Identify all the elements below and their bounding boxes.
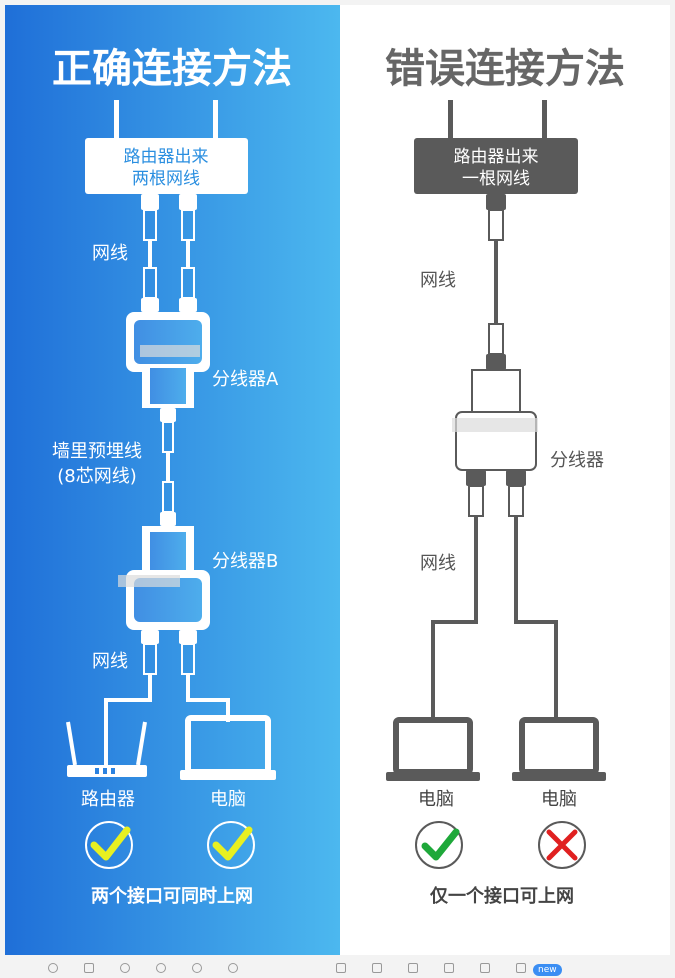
left-cable-label-2: 网线 (92, 651, 128, 672)
right-router-cable-right (542, 100, 547, 142)
top-plugs (141, 194, 197, 312)
toolbar-icon[interactable] (516, 963, 526, 973)
router-device-label: 路由器 (81, 789, 135, 810)
right-cable-label: 网线 (420, 270, 456, 291)
wall-cable-line1: 墙里预埋线 (52, 441, 142, 462)
toolbar-icon[interactable] (444, 963, 454, 973)
wall-cable-line2: (8芯网线) (57, 466, 137, 487)
toolbar-icon[interactable] (120, 963, 130, 973)
router-box (85, 138, 248, 194)
right-cable-label-2: 网线 (420, 553, 456, 574)
check-router-icon (85, 821, 133, 869)
right-router-cable-left (448, 100, 453, 142)
right-router-box-line2: 一根网线 (462, 169, 530, 189)
right-top-plug (486, 194, 506, 370)
router-cable-right (213, 100, 218, 142)
splitter-b (118, 526, 210, 630)
splitter-a (126, 312, 210, 408)
splitter-b-label: 分线器B (212, 551, 278, 572)
router-box-line1: 路由器出来 (124, 147, 209, 167)
right-footer: 仅一个接口可上网 (429, 885, 574, 907)
laptop-left-icon (180, 715, 276, 780)
toolbar-icon[interactable] (48, 963, 58, 973)
toolbar-icon[interactable] (192, 963, 202, 973)
toolbar-icon[interactable] (156, 963, 166, 973)
toolbar-icon[interactable] (84, 963, 94, 973)
router-cable-left (114, 100, 119, 142)
toolbar-icon[interactable] (408, 963, 418, 973)
router-device-icon (66, 721, 147, 777)
new-badge: new (533, 964, 562, 976)
check-pc-icon (207, 821, 255, 869)
right-title: 错误连接方法 (385, 46, 625, 92)
bottom-toolbar (0, 958, 675, 978)
left-title: 正确连接方法 (52, 46, 292, 92)
router-box-line2: 两根网线 (132, 169, 200, 189)
right-pc-1-label: 电脑 (418, 789, 454, 810)
splitter-a-label: 分线器A (212, 369, 279, 390)
right-splitter (452, 369, 538, 471)
pc-device-label: 电脑 (210, 789, 246, 810)
right-router-box (414, 138, 578, 194)
right-router-box-line1: 路由器出来 (454, 147, 539, 167)
toolbar-icon[interactable] (336, 963, 346, 973)
right-bottom-plugs (431, 470, 558, 720)
toolbar-icon[interactable] (480, 963, 490, 973)
check-green-icon (415, 821, 463, 869)
wall-cable (160, 408, 176, 526)
left-cable-label: 网线 (92, 243, 128, 264)
toolbar-icon[interactable] (228, 963, 238, 973)
right-splitter-label: 分线器 (550, 450, 604, 471)
cross-red-icon (538, 821, 586, 869)
right-pc-2-label: 电脑 (541, 789, 577, 810)
bottom-plugs (104, 630, 230, 722)
laptop-right-1-icon (386, 717, 480, 781)
toolbar-icon[interactable] (372, 963, 382, 973)
laptop-right-2-icon (512, 717, 606, 781)
left-footer: 两个接口可同时上网 (91, 885, 253, 907)
